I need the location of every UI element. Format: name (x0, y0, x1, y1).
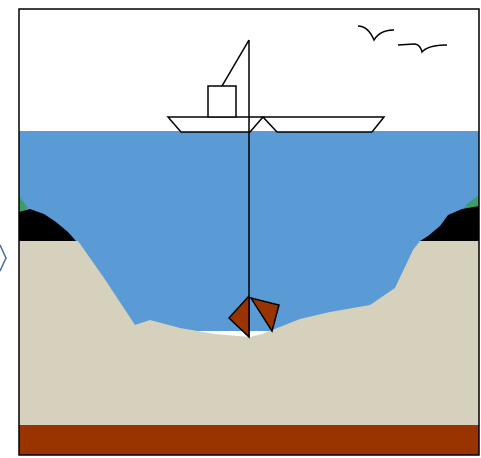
left-shore-rocks (19, 196, 76, 241)
grab-bucket-left-jaw (227, 294, 250, 339)
grab-bucket (227, 294, 280, 339)
right-shore-rock (420, 206, 479, 241)
right-shore-rocks (420, 195, 479, 241)
crane (221, 39, 250, 117)
left-shore-grass (19, 196, 28, 214)
left-edge-chevron-icon (0, 244, 7, 272)
frame (18, 8, 480, 456)
ship-hull-right (261, 116, 386, 133)
bedrock (19, 425, 479, 455)
grab-bucket-right-jaw (249, 296, 280, 333)
seagull-2 (397, 43, 448, 54)
dredging-ship (166, 85, 386, 133)
crane-boom (221, 39, 250, 87)
seagull-1 (357, 25, 395, 42)
left-shore-rock (19, 209, 76, 241)
ship-cabin (207, 85, 237, 118)
seabed (19, 241, 479, 425)
